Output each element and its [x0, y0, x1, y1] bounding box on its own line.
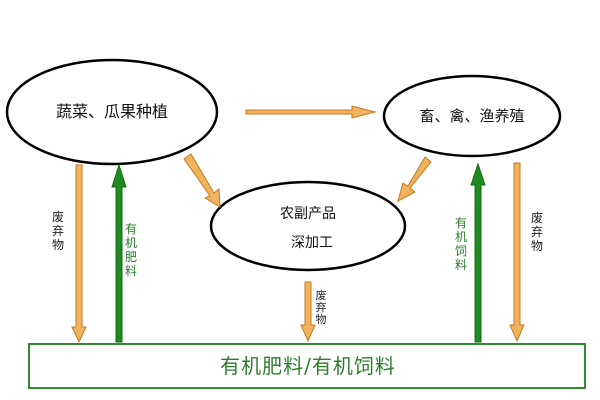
planting-label: 蔬菜、瓜果种植	[56, 102, 168, 121]
organic-feed-label: 有机饲料	[454, 216, 467, 272]
breeding-node	[382, 74, 562, 158]
waste-label-left: 废弃物	[51, 210, 64, 252]
fertilizer-feed-label: 有机肥料/有机饲料	[220, 354, 396, 378]
arrow-processing-waste-down	[300, 281, 316, 343]
arrow-fertilizer-up-left	[111, 163, 127, 343]
arrow-planting-to-breeding	[245, 105, 377, 119]
waste-label-center: 废弃物	[315, 289, 327, 326]
fertilizer-feed-box	[28, 343, 586, 389]
breeding-label: 畜、禽、渔养殖	[419, 107, 524, 125]
arrow-breeding-to-processing	[397, 156, 432, 202]
processing-label-line2: 深加工	[291, 235, 333, 251]
arrow-feed-up-right	[470, 162, 486, 343]
arrow-planting-waste-down	[71, 164, 87, 344]
arrow-breeding-waste-down	[509, 162, 525, 343]
planting-node	[5, 58, 219, 166]
waste-label-right: 废弃物	[530, 211, 543, 253]
processing-node	[209, 180, 407, 272]
arrow-planting-to-processing	[183, 153, 221, 208]
organic-fertilizer-label: 有机肥料	[124, 222, 137, 278]
processing-label-line1: 农副产品	[280, 206, 336, 222]
